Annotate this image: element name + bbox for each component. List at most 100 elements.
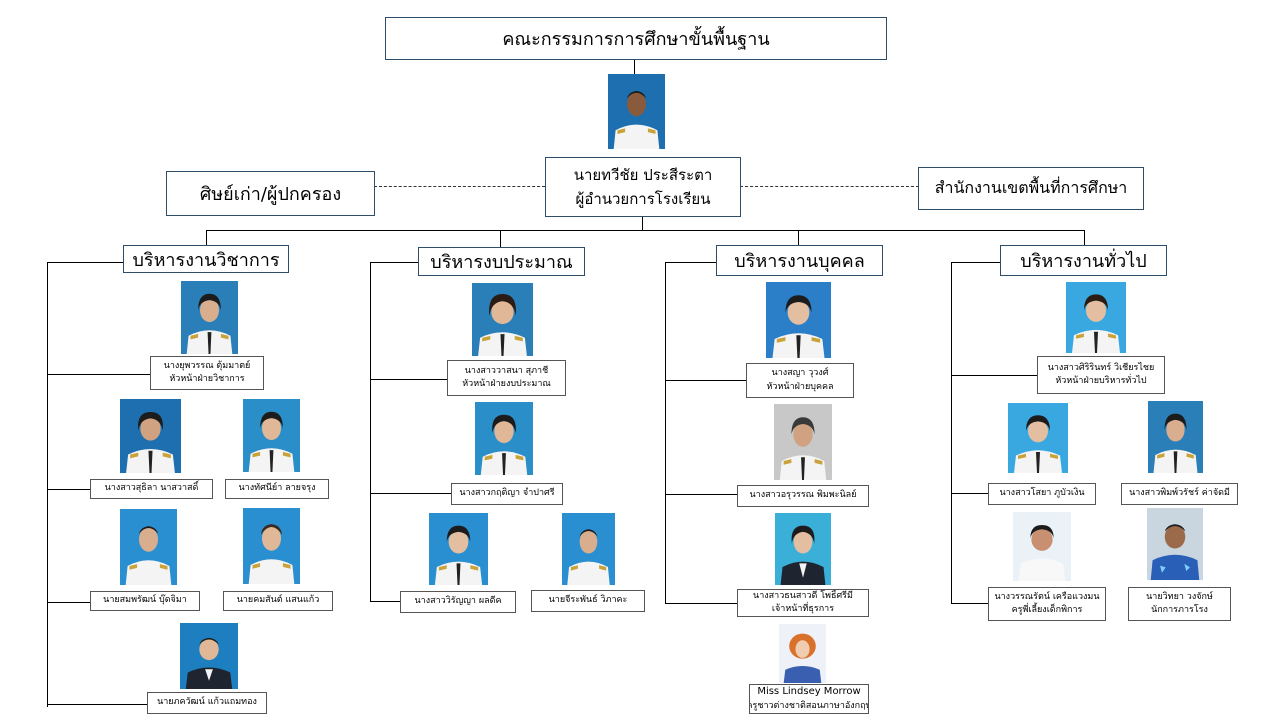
member-caption: นายคมสันต์ แสนแก้ว [223,591,333,611]
dept-academic-box: บริหารงานวิชาการ [123,245,289,273]
member-name: นางทัศนีย์า ลายจรุง [238,483,316,494]
member-caption: นางสาววิรัญญา ผลดีค [400,591,516,613]
personnel-spine-top [665,262,716,263]
member-caption: นางวรรณรัตน์ เครือแวงมน ครูพี่เลี้ยงเด็ก… [988,587,1106,621]
member-name: นางสาวศิริรินทร์ วิเชียรไชย [1047,362,1155,373]
member-name: นางวรรณรัตน์ เครือแวงมน [994,591,1100,602]
connector-dept-horizontal [206,230,1084,231]
member-caption: นายจีระพันธ์ วิภาคะ [531,590,645,612]
person-photo-icon [1147,508,1203,580]
general-spine-top [951,262,1000,263]
general-branch-2 [951,493,988,494]
connector-dept-personnel [798,230,799,245]
director-role: ผู้อำนวยการโรงเรียน [575,190,711,208]
member-name: นายวิทยา วงจักษ์ [1146,591,1213,602]
director-photo [608,74,665,149]
person-photo-icon [608,74,665,149]
person-photo-icon [120,509,177,585]
person-photo-icon [429,513,488,585]
member-photo [180,623,238,689]
budget-branch-3 [370,601,400,602]
member-role: หัวหน้าฝ่ายบุคคล [766,381,834,392]
member-caption: นางสาวกฤติญา จำปาศรี [451,483,563,505]
director-box: นายทวีชัย ประสีระตา ผู้อำนวยการโรงเรียน [545,157,741,217]
member-caption: นางสาวธนสาวดี โพธิ์ศรีมี เจ้าหน้าที่ธุรก… [737,589,869,617]
dept-general-title: บริหารงานทั่วไป [1020,251,1147,272]
member-name: นายจีระพันธ์ วิภาคะ [548,595,628,606]
member-caption: นายสมพรัฒน์ บุ๊ดจิมา [90,591,200,611]
member-photo [120,399,181,473]
dashed-link-right [740,186,919,187]
member-photo [472,283,533,356]
personnel-branch-2 [665,494,737,495]
person-photo-icon [779,624,826,683]
person-photo-icon [472,283,533,356]
member-photo [774,404,832,480]
alumni-parents-box: ศิษย์เก่า/ผู้ปกครอง [166,171,375,216]
dept-personnel-box: บริหารงานบุคคล [716,245,883,276]
member-name: Miss Lindsey Morrow [757,686,861,698]
member-name: นางสาวอรุวรรณ พิมพะนิลย์ [749,490,857,501]
person-photo-icon [1008,403,1068,473]
member-photo [775,513,831,585]
member-name: นางสญา วุวงศ์ [771,368,829,379]
top-committee-box: คณะกรรมการการศึกษาขั้นพื้นฐาน [385,17,887,60]
academic-branch-1 [47,374,150,375]
member-caption: นางยุพวรรณ ตุ้มมาตย์ หัวหน้าฝ่ายวิชาการ [150,356,264,390]
person-photo-icon [120,399,181,473]
general-branch-3 [951,603,988,604]
person-photo-icon [243,508,300,584]
member-role: หัวหน้าฝ่ายบริหารทั่วไป [1055,376,1147,386]
member-role: หัวหน้าฝ่ายวิชาการ [169,374,245,384]
person-photo-icon [562,513,615,585]
person-photo-icon [1013,512,1071,581]
dept-general-box: บริหารงานทั่วไป [1000,245,1167,276]
member-name: นางสาววิรัญญา ผลดีค [414,596,502,607]
academic-branch-3 [47,602,90,603]
budget-spine-top [370,262,418,263]
member-caption: นางสาวสุธิลา นาสวาสดิ์ [90,479,213,499]
dept-personnel-title: บริหารงานบุคคล [734,251,865,272]
member-caption: นางสาวพิมพ์วรัชร์ ค่าจัดมี [1121,483,1238,505]
member-photo [120,509,177,585]
member-name: นายสมพรัฒน์ บุ๊ดจิมา [103,595,187,606]
member-role: เจ้าหน้าที่ธุรการ [771,604,835,614]
budget-branch-2 [370,493,451,494]
connector-dept-academic [206,230,207,245]
member-photo [243,508,300,584]
member-name: นางสาวสุธิลา นาสวาสดิ์ [104,483,199,494]
member-photo [1066,282,1126,353]
member-name: นางยุพวรรณ ตุ้มมาตย์ [163,360,251,371]
member-caption: นางสญา วุวงศ์ หัวหน้าฝ่ายบุคคล [746,363,854,398]
top-committee-title: คณะกรรมการการศึกษาขั้นพื้นฐาน [502,29,770,50]
member-photo [779,624,826,683]
member-name: นายภควัฒน์ แก้วแถมทอง [157,697,257,708]
member-role: ครูพี่เลี้ยงเด็กพิการ [1011,605,1083,615]
person-photo-icon [775,513,831,585]
person-photo-icon [766,282,831,358]
academic-spine-top [47,262,123,263]
dashed-link-left [374,186,545,187]
member-caption: นางสาววาสนา สุภาชี หัวหน้าฝ่ายงบประมาณ [447,360,566,396]
person-photo-icon [180,623,238,689]
member-name: นางสาวพิมพ์วรัชร์ ค่าจัดมี [1129,488,1230,499]
alumni-parents-label: ศิษย์เก่า/ผู้ปกครอง [199,184,342,205]
education-area-office-label: สำนักงานเขตพื้นที่การศึกษา [934,178,1128,197]
academic-branch-4 [47,704,147,705]
academic-branch-2 [47,489,90,490]
member-caption: นายภควัฒน์ แก้วแถมทอง [147,692,267,714]
personnel-branch-1 [665,380,746,381]
education-area-office-box: สำนักงานเขตพื้นที่การศึกษา [918,167,1144,210]
member-role: หัวหน้าฝ่ายงบประมาณ [462,379,551,389]
dept-budget-box: บริหารงบประมาณ [418,247,585,276]
member-name: นางสาวธนสาวดี โพธิ์ศรีมี [753,590,853,601]
dept-academic-title: บริหารงานวิชาการ [132,249,280,271]
person-photo-icon [1148,401,1203,473]
connector-director-down [642,217,643,231]
member-photo [562,513,615,585]
member-name: นางสาวโสยา ภูบัวเงิน [999,488,1085,499]
person-photo-icon [243,399,300,472]
member-role: ครูชาวต่างชาติสอนภาษาอังกฤษ [749,700,869,711]
director-name: นายทวีชัย ประสีระตา [573,166,713,184]
member-caption: นายวิทยา วงจักษ์ นักการภารโรง [1128,587,1231,621]
